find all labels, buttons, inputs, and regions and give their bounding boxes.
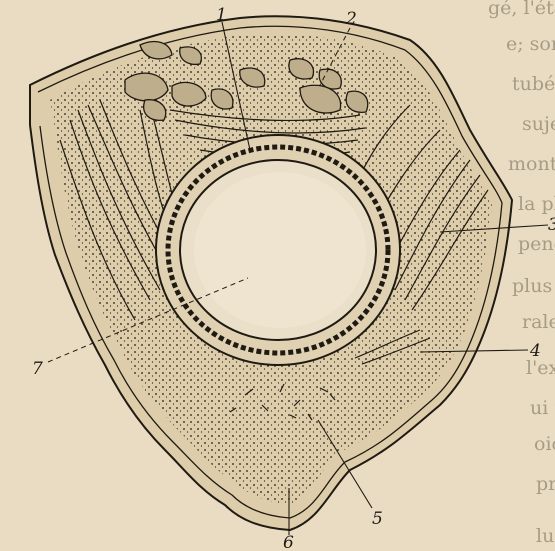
label-4: 4 <box>529 341 541 361</box>
label-2: 2 <box>345 9 357 29</box>
label-7: 7 <box>32 359 43 379</box>
label-5: 5 <box>372 509 383 529</box>
cyst-lumen <box>194 172 366 328</box>
label-3: 3 <box>548 215 555 235</box>
label-6: 6 <box>283 533 294 551</box>
label-1: 1 <box>216 5 227 25</box>
